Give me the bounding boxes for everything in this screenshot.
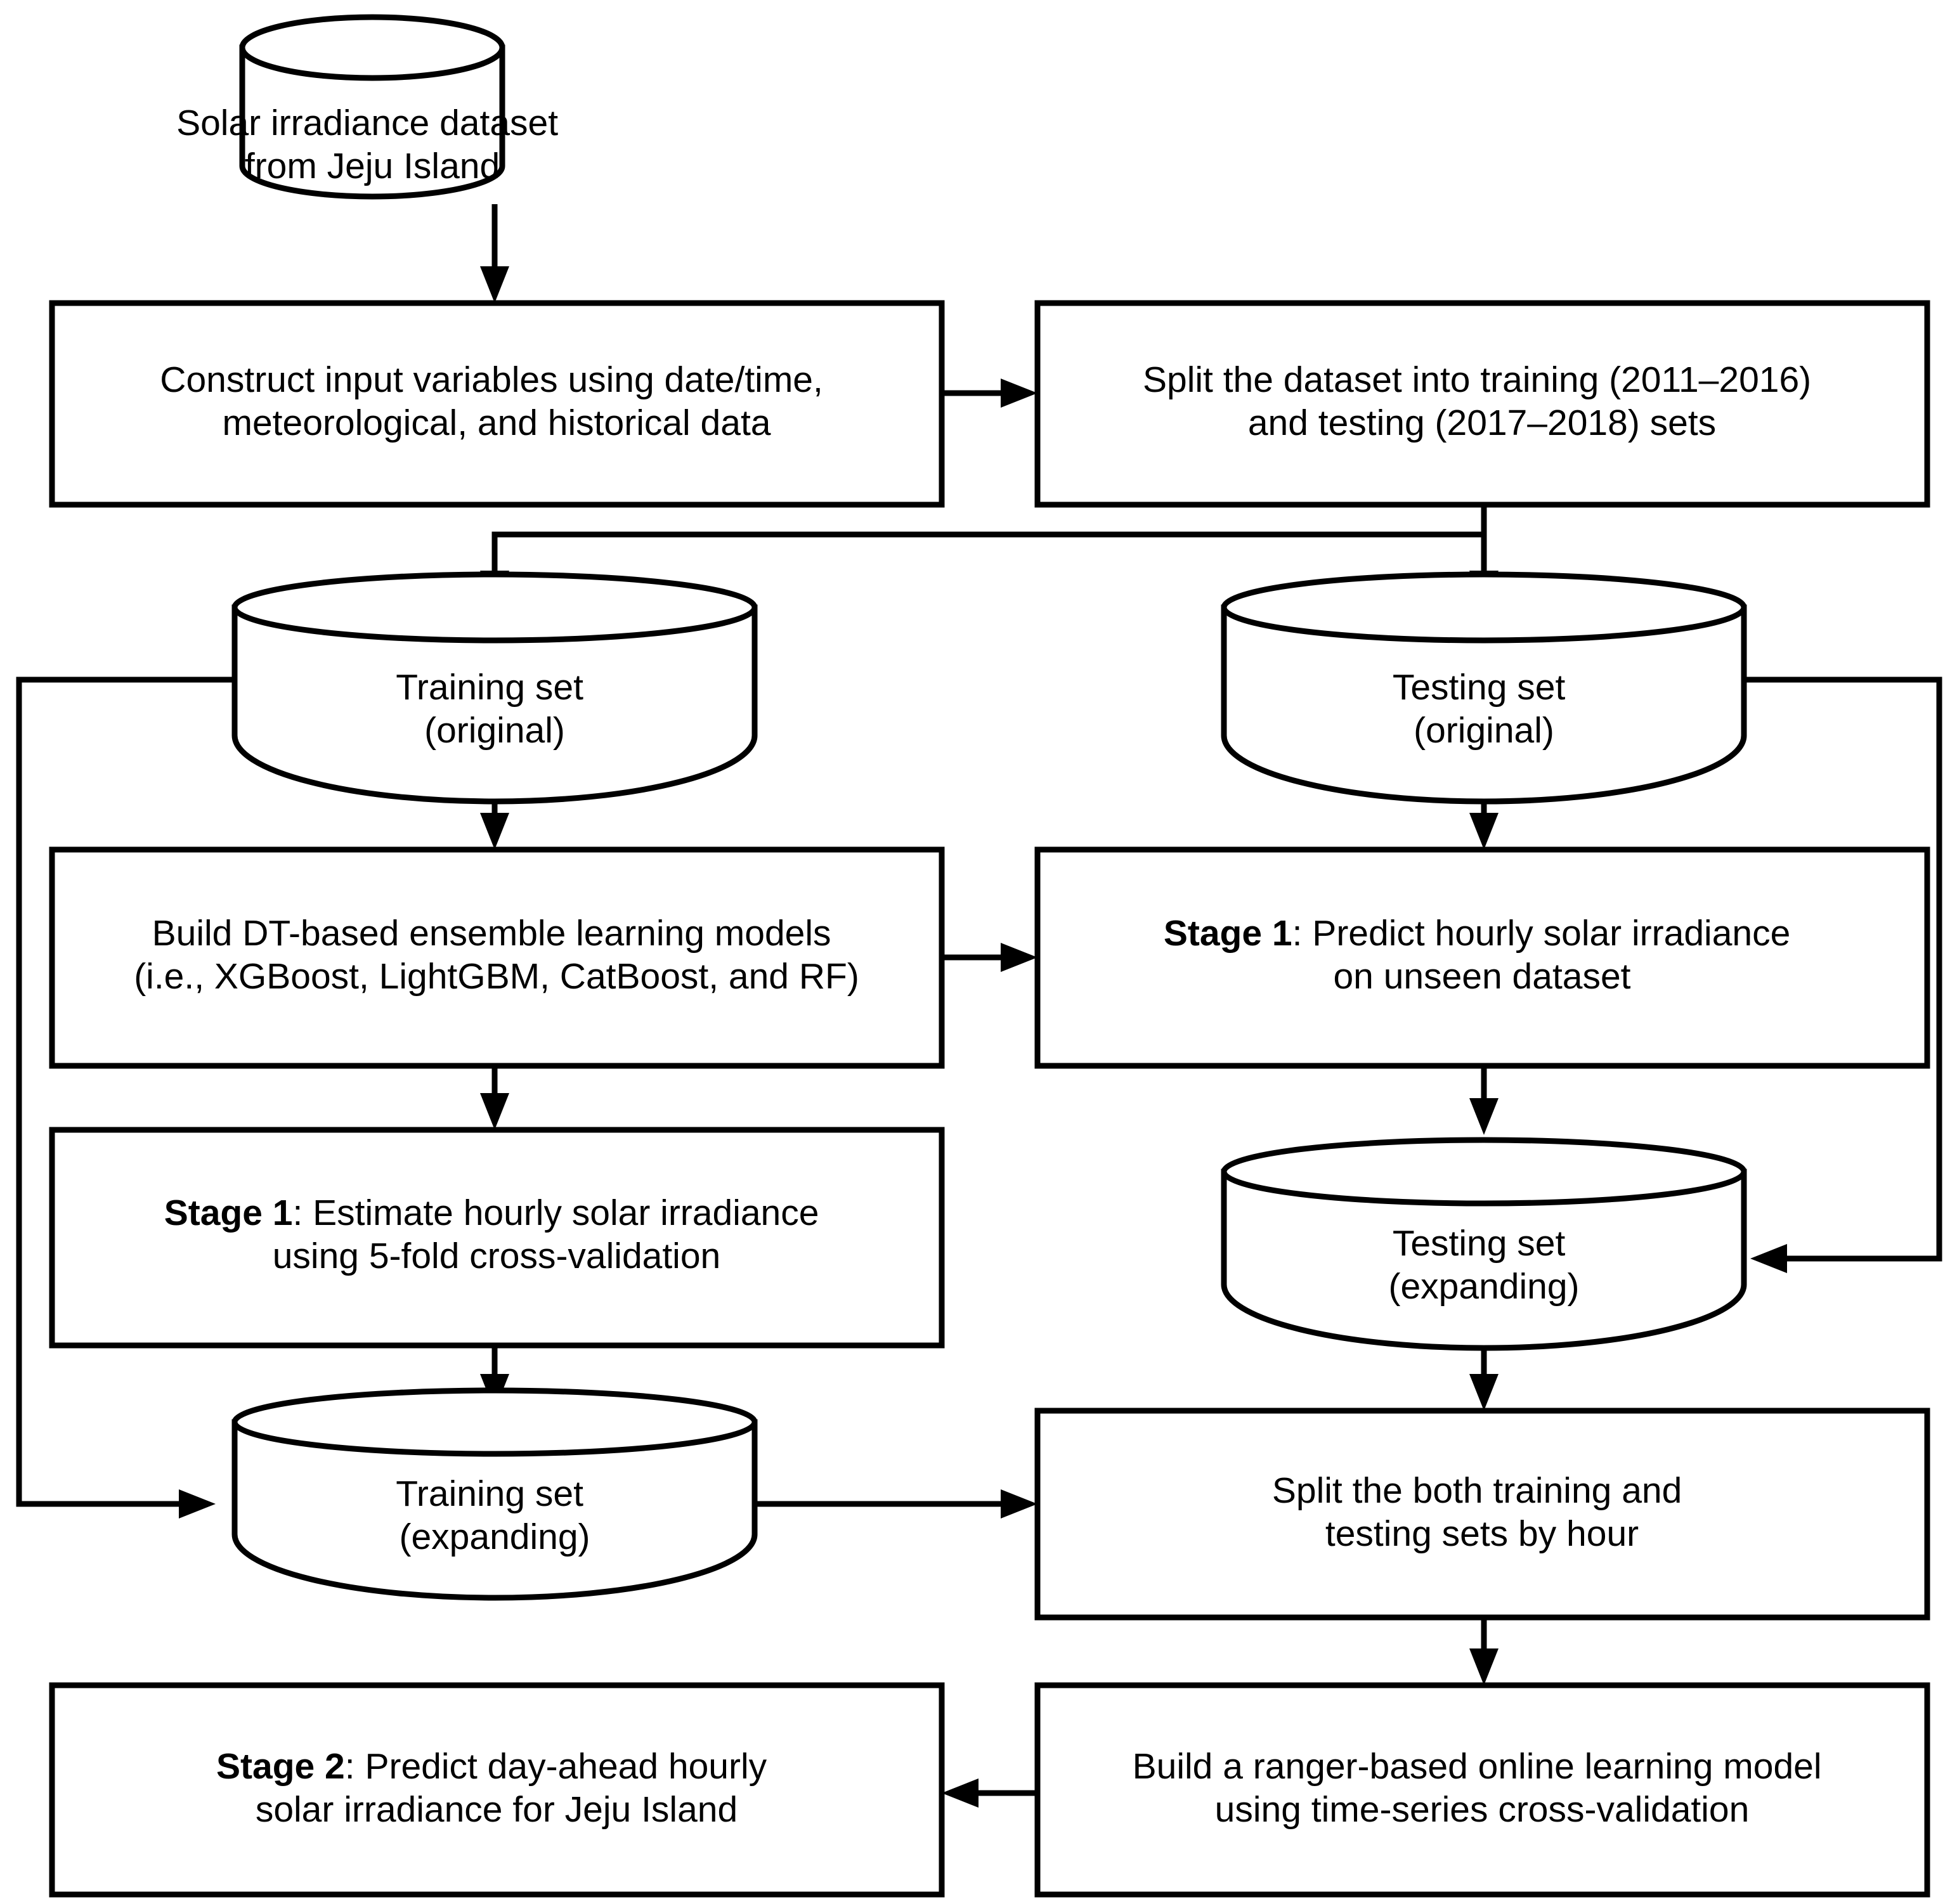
svg-text:Build DT-based ensemble learni: Build DT-based ensemble learning models … [134,913,859,997]
connector-right-rail-testorig-to-testexpand [1745,677,1942,1273]
testing-original-line2: (original) [1414,710,1554,751]
svg-text:Stage 1: Predict hourly solar: Stage 1: Predict hourly solar irradiance… [1164,913,1800,997]
connector-stage1predict-to-testexpand [1469,1066,1499,1135]
split-by-hour-line2: testing sets by hour [1325,1513,1639,1554]
build-models-line1: Build DT-based ensemble learning models [152,913,831,954]
split-dataset-line2: and testing (2017–2018) sets [1248,403,1716,443]
node-testing-set-original: Testing set (original) [1221,571,1747,805]
node-testing-set-expanding: Testing set (expanding) [1221,1137,1747,1351]
stage2-predict-rest: : Predict day-ahead hourly [345,1746,767,1787]
construct-line1: Construct input variables using date/tim… [160,359,823,400]
connector-buildonline-to-stage2 [942,1778,1037,1808]
stage1-estimate-line2: using 5-fold cross-validation [273,1236,721,1276]
svg-text:Solar irradiance dataset: Solar irradiance dataset from Jeju Islan… [176,103,568,186]
training-original-line1: Training set [396,667,583,708]
training-expanding-line2: (expanding) [399,1517,590,1557]
connector-construct-to-split [942,379,1037,408]
node-construct-inputs: Construct input variables using date/tim… [49,300,945,508]
svg-text:Construct input variables usin: Construct input variables using date/tim… [160,359,833,443]
svg-text:Testing set (original): Testing set (original) [1393,667,1575,751]
split-by-hour-line1: Split the both training and [1272,1470,1682,1511]
svg-text:Testing set (expanding): Testing set (expanding) [1388,1223,1579,1307]
testing-original-line1: Testing set [1393,667,1566,708]
dataset-line2: from Jeju Island [245,146,500,186]
stage1-estimate-bold: Stage 1 [164,1193,293,1233]
connector-left-rail-trainorig-to-trainexpand [16,677,235,1519]
svg-text:Build a ranger-based online le: Build a ranger-based online learning mod… [1133,1746,1832,1830]
construct-line2: meteorological, and historical data [223,403,771,443]
stage1-predict-rest: : Predict hourly solar irradiance [1292,913,1791,954]
connector-dataset-to-construct [480,204,509,303]
build-online-line1: Build a ranger-based online learning mod… [1133,1746,1822,1787]
connector-build-to-stage1estimate [480,1066,509,1130]
node-build-online: Build a ranger-based online learning mod… [1034,1682,1930,1898]
training-original-line2: (original) [424,710,565,751]
svg-text:Split the both training and: Split the both training and testing sets… [1272,1470,1692,1554]
node-build-models: Build DT-based ensemble learning models … [49,846,945,1069]
svg-text:Training set (original): Training set (original) [396,667,594,751]
svg-text:Stage 1: Estimate hourly solar: Stage 1: Estimate hourly solar irradianc… [164,1193,829,1276]
testing-expanding-line1: Testing set [1393,1223,1566,1264]
stage1-predict-line2: on unseen dataset [1333,956,1630,997]
node-training-set-original: Training set (original) [231,571,758,805]
stage1-estimate-rest: : Estimate hourly solar irradiance [292,1193,819,1233]
training-expanding-line1: Training set [396,1473,583,1514]
svg-text:Training set (expanding): Training set (expanding) [396,1473,594,1557]
svg-text:Stage 2: Predict day-ahead hou: Stage 2: Predict day-ahead hourly solar … [216,1746,777,1830]
split-dataset-line1: Split the dataset into training (2011–20… [1143,359,1811,400]
build-online-line2: using time-series cross-validation [1215,1789,1750,1830]
node-split-by-hour: Split the both training and testing sets… [1034,1408,1930,1621]
build-models-line2: (i.e., XGBoost, LightGBM, CatBoost, and … [134,956,859,997]
stage2-predict-line2: solar irradiance for Jeju Island [256,1789,738,1830]
node-split-dataset: Split the dataset into training (2011–20… [1034,300,1930,508]
stage1-predict-bold: Stage 1 [1164,913,1292,954]
node-stage1-predict: Stage 1: Predict hourly solar irradiance… [1034,846,1930,1069]
connector-trainexpand-to-splithour [755,1489,1037,1519]
dataset-line1: Solar irradiance dataset [176,103,558,143]
svg-text:Split the dataset into trainin: Split the dataset into training (2011–20… [1143,359,1821,443]
node-stage2-predict: Stage 2: Predict day-ahead hourly solar … [49,1682,945,1898]
connector-splithour-to-buildonline [1469,1617,1499,1685]
node-dataset: Solar irradiance dataset from Jeju Islan… [176,14,568,200]
stage2-predict-bold: Stage 2 [216,1746,345,1787]
node-stage1-estimate: Stage 1: Estimate hourly solar irradianc… [49,1127,945,1349]
node-training-set-expanding: Training set (expanding) [231,1387,758,1601]
connector-build-to-stage1predict [942,943,1037,972]
testing-expanding-line2: (expanding) [1388,1266,1579,1307]
